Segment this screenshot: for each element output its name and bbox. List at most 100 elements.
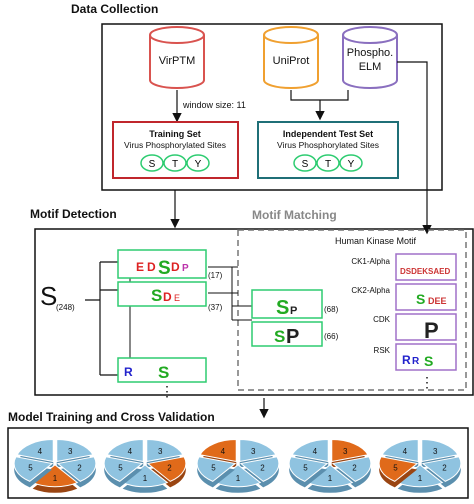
pie-slice	[146, 456, 187, 482]
svg-text:D: D	[171, 260, 180, 274]
pie-slice	[331, 456, 372, 482]
svg-text:R: R	[124, 365, 133, 379]
test-residue-t: T	[325, 159, 331, 170]
human-kinase-motif-label: Human Kinase Motif	[335, 236, 417, 246]
training-residue-y: Y	[195, 159, 202, 170]
pie-slice	[56, 456, 97, 482]
section-title-model-training: Model Training and Cross Validation	[8, 410, 215, 424]
motif-matching-box	[237, 229, 467, 391]
training-set-box	[112, 121, 239, 179]
pie-slice-label: 3	[251, 447, 256, 456]
pie-slice	[196, 456, 237, 482]
svg-text:E: E	[174, 293, 180, 303]
svg-text:S: S	[158, 363, 169, 382]
motif-logo-3: R S	[117, 357, 207, 383]
svg-text:R: R	[412, 356, 420, 367]
cv-fold-pie: 4 32 1 5	[196, 439, 280, 493]
kinase-logo-ck1: DSDEKSAED	[395, 253, 457, 281]
database-phosphoelm: Phospho. ELM	[342, 26, 398, 89]
pie-slice-label: 1	[143, 474, 148, 483]
pie-slice-label: 2	[442, 464, 447, 473]
training-residue-t: T	[172, 159, 178, 170]
uniprot-label: UniProt	[273, 55, 310, 67]
motif-logo-4: S P (68)	[251, 289, 339, 319]
motif-logo-5: S P (66)	[251, 321, 339, 348]
pie-slice-label: 1	[53, 474, 58, 483]
pie-slice	[199, 439, 237, 463]
motif-matching-title: Motif Matching	[252, 208, 337, 222]
kinase-logo-rsk: R R S	[395, 343, 457, 371]
svg-text:P: P	[424, 318, 439, 343]
ellipsis-right: ⋮	[420, 374, 434, 390]
pie-slice-label: 4	[403, 447, 408, 456]
pie-slice-label: 3	[68, 447, 73, 456]
database-virptm: VirPTM	[149, 26, 205, 89]
pie-slice-label: 5	[118, 464, 123, 473]
pie-slice-label: 5	[393, 464, 398, 473]
kinase-label-ck1: CK1-Alpha	[351, 257, 390, 266]
pie-slice-label: 5	[28, 464, 33, 473]
svg-text:R: R	[402, 353, 411, 367]
training-residues: S T Y	[140, 154, 210, 172]
motif-logo-1: E D S D P (17)	[117, 249, 223, 280]
pie-slice-label: 5	[211, 464, 216, 473]
section-title-motif-detection: Motif Detection	[30, 207, 117, 221]
section-title-data-collection: Data Collection	[71, 2, 159, 16]
pie-slice	[239, 439, 277, 463]
root-letter: S	[40, 281, 57, 311]
svg-text:DSDEKSAED: DSDEKSAED	[400, 267, 450, 276]
svg-text:D: D	[163, 290, 172, 304]
svg-text:P: P	[182, 263, 189, 274]
svg-text:P: P	[290, 305, 297, 317]
motif-count-2: (37)	[208, 303, 223, 312]
motif-count-3: (68)	[324, 305, 339, 314]
pie-slice	[378, 456, 419, 482]
test-residue-y: Y	[348, 159, 355, 170]
pie-slice	[421, 439, 459, 463]
motif-count-4: (66)	[324, 332, 339, 341]
svg-text:P: P	[286, 326, 299, 348]
pie-slice-label: 1	[418, 474, 423, 483]
motif-count-1: (17)	[208, 271, 223, 280]
pie-slice	[421, 456, 462, 482]
pie-slice-label: 2	[167, 464, 172, 473]
root-count: (248)	[56, 303, 75, 312]
pie-slice-label: 1	[328, 474, 333, 483]
pie-slice-label: 2	[352, 464, 357, 473]
training-residue-s: S	[149, 159, 156, 170]
pie-slice	[13, 456, 54, 482]
svg-text:S: S	[158, 258, 171, 279]
phosphoelm-label-line2: ELM	[359, 61, 382, 73]
pie-slice-label: 4	[128, 447, 133, 456]
pie-slice-label: 3	[158, 447, 163, 456]
pie-slice	[291, 439, 329, 463]
pie-slice	[16, 439, 54, 463]
database-uniprot: UniProt	[263, 26, 319, 89]
ellipsis-left: ⋮	[160, 383, 174, 399]
pie-slice-label: 2	[260, 464, 265, 473]
test-set-title: Independent Test Set	[283, 129, 373, 139]
svg-text:S: S	[276, 297, 289, 319]
kinase-label-rsk: RSK	[374, 346, 391, 355]
svg-text:S: S	[424, 353, 433, 369]
pie-slice-label: 1	[236, 474, 241, 483]
svg-text:S: S	[416, 291, 425, 307]
virptm-label: VirPTM	[159, 55, 195, 67]
svg-text:D: D	[147, 260, 156, 274]
pie-slice	[56, 439, 94, 463]
svg-text:S: S	[151, 286, 162, 305]
test-residue-s: S	[302, 159, 309, 170]
pie-slice	[288, 456, 329, 482]
test-set-subtitle: Virus Phosphorylated Sites	[277, 140, 379, 150]
test-residues: S T Y	[293, 154, 363, 172]
kinase-logo-ck2: S DEE	[395, 283, 457, 311]
motif-logo-2: S D E (37)	[117, 281, 223, 312]
pie-slice-label: 3	[343, 447, 348, 456]
pie-slice	[239, 456, 280, 482]
pie-slice-label: 4	[221, 447, 226, 456]
pie-slice-label: 4	[313, 447, 318, 456]
pie-slice-label: 5	[303, 464, 308, 473]
